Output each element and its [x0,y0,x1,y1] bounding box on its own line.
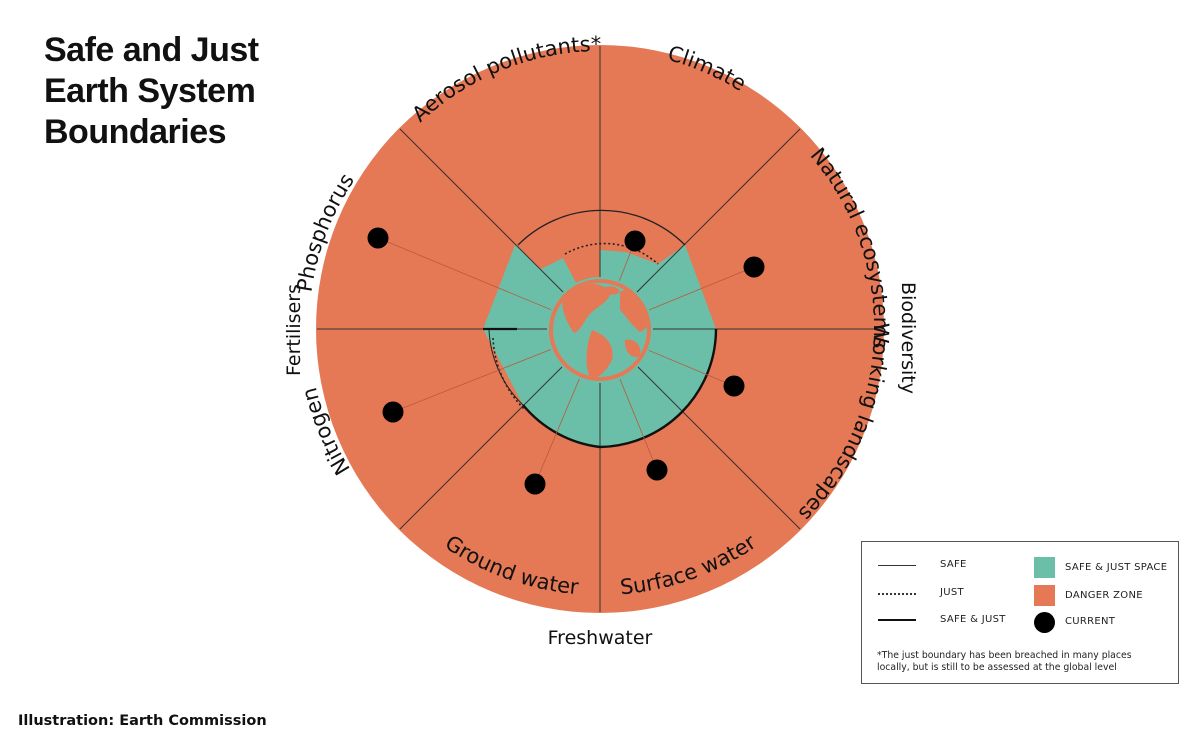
current-point-natural-ecosystems [743,256,765,278]
legend-just-label: JUST [940,587,964,598]
title-line-1: Safe and Just [44,31,259,69]
legend-safe-just-space-swatch [1034,557,1055,578]
page-title: Safe and Just Earth System Boundaries [44,30,344,153]
current-point-climate [624,230,646,252]
just-boundary-line [564,242,659,265]
legend-danger-zone-label: DANGER ZONE [1065,590,1143,601]
current-point-nitrogen [382,401,404,423]
safe-just-boundary-line [522,328,718,449]
legend-danger-zone-swatch [1034,585,1055,606]
current-point-ground-water [524,473,546,495]
legend-safe-just-label: SAFE & JUST [940,614,1006,625]
legend-just-line [878,593,916,595]
current-point-working-landscapes [723,375,745,397]
legend-safe-just-space-label: SAFE & JUST SPACE [1065,562,1168,573]
current-point-phosphorus [367,227,389,249]
current-point-surface-water [646,459,668,481]
domain-label-biodiversity: Biodiversity [897,282,919,394]
title-line-2: Earth System [44,72,256,110]
domain-label-fertilisers: Fertilisers [283,284,305,376]
legend-current-label: CURRENT [1065,616,1116,627]
legend-safe-line [878,565,916,566]
just-boundary-line-left [492,337,526,411]
safe-boundary-line [517,209,686,246]
legend-safe-just-line [878,619,916,621]
legend-current-swatch [1034,612,1055,633]
legend-safe-label: SAFE [940,559,967,570]
image-caption: Illustration: Earth Commission [18,713,267,729]
legend: SAFE JUST SAFE & JUST SAFE & JUST SPACE … [861,541,1179,684]
current-points [367,227,765,495]
domain-label-freshwater: Freshwater [548,627,653,649]
earth-globe-icon [547,277,653,383]
title-line-3: Boundaries [44,113,227,151]
legend-footnote: *The just boundary has been breached in … [877,650,1132,673]
